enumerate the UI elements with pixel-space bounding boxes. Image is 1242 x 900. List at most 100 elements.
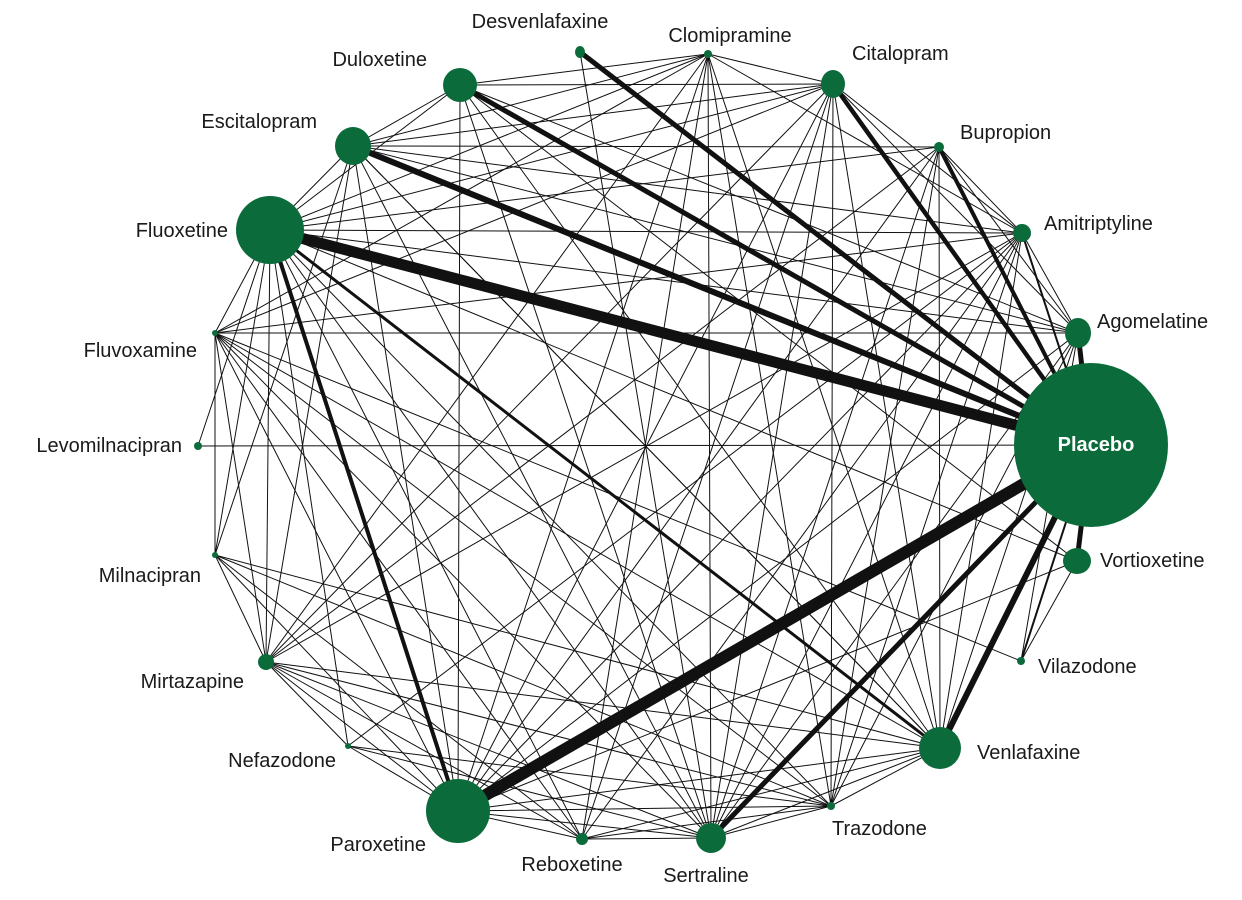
node-amitriptyline [1013,224,1031,242]
label-fluvoxamine: Fluvoxamine [84,340,197,362]
edge-duloxetine-escitalopram [352,84,461,147]
edge-fluoxetine-placebo [264,224,1097,451]
edge-venlafaxine-reboxetine [581,747,941,840]
edge-sertraline-nefazodone [347,745,712,839]
edge-fluvoxamine-trazodone [214,332,832,807]
node-fluoxetine [236,196,304,264]
edge-bupropion-mirtazapine [265,146,940,663]
edge-sertraline-citalopram [710,83,834,839]
edge-duloxetine-venlafaxine [459,84,941,749]
node-desvenlafaxine [575,46,585,58]
label-vortioxetine: Vortioxetine [1100,550,1205,572]
node-nefazodone [345,743,351,749]
node-mirtazapine [258,654,274,670]
edge-duloxetine-citalopram [459,83,834,86]
node-paroxetine [426,779,490,843]
edge-fluoxetine-agomelatine [269,229,1079,334]
edge-paroxetine-trazodone [457,805,832,812]
node-venlafaxine [919,727,961,769]
edge-venlafaxine-amitriptyline [939,232,1023,749]
edge-amitriptyline-trazodone [830,232,1023,807]
edge-venlafaxine-citalopram [832,83,941,749]
label-nefazodone: Nefazodone [228,750,336,772]
edge-paroxetine-placebo [452,439,1097,817]
edge-escitalopram-amitriptyline [352,145,1023,234]
label-agomelatine: Agomelatine [1097,311,1208,333]
edge-fluoxetine-nefazodone [269,229,349,747]
label-placebo: Placebo [1058,434,1135,456]
edge-citalopram-mirtazapine [265,83,834,663]
edge-escitalopram-clomipramine [352,53,709,147]
edge-fluoxetine-paroxetine [268,228,460,813]
edge-mirtazapine-milnacipran [214,554,267,663]
edge-citalopram-fluvoxamine [214,83,834,334]
edge-amitriptyline-bupropion [938,146,1023,234]
edge-venlafaxine-mirtazapine [265,661,941,749]
edge-escitalopram-citalopram [352,83,834,147]
label-levomilnacipran: Levomilnacipran [36,435,182,457]
edge-fluoxetine-clomipramine [269,53,709,231]
edge-paroxetine-mirtazapine [265,661,459,812]
node-sertraline [696,823,726,853]
node-escitalopram [335,127,371,165]
node-layer [194,46,1168,853]
edge-escitalopram-sertraline [352,145,712,839]
label-mirtazapine: Mirtazapine [141,671,244,693]
edge-clomipramine-fluvoxamine [214,53,709,334]
edge-sertraline-venlafaxine [710,747,941,839]
node-milnacipran [212,552,218,558]
edge-duloxetine-sertraline [459,84,712,839]
edge-fluoxetine-trazodone [269,229,832,807]
node-levomilnacipran [194,442,202,450]
edge-paroxetine-milnacipran [214,554,459,812]
node-vortioxetine [1063,548,1091,574]
edge-duloxetine-vortioxetine [459,84,1078,562]
edge-amitriptyline-agomelatine [1021,232,1079,334]
edge-fluoxetine-sertraline [269,229,712,839]
edge-amitriptyline-nefazodone [347,232,1023,747]
edge-paroxetine-clomipramine [457,53,709,812]
edge-bupropion-agomelatine [938,146,1079,334]
edge-fluoxetine-venlafaxine [268,228,942,750]
edge-fluoxetine-milnacipran [214,229,271,556]
node-clomipramine [704,50,712,58]
edge-venlafaxine-clomipramine [707,53,941,749]
label-trazodone: Trazodone [832,818,927,840]
edge-paroxetine-amitriptyline [457,232,1023,812]
edge-milnacipran-reboxetine [214,554,583,840]
edge-duloxetine-clomipramine [459,53,709,86]
edge-mirtazapine-reboxetine [265,661,583,840]
edge-sertraline-bupropion [710,146,940,839]
label-duloxetine: Duloxetine [332,49,427,71]
edge-venlafaxine-milnacipran [214,554,941,749]
node-agomelatine [1065,318,1091,348]
label-amitriptyline: Amitriptyline [1044,213,1153,235]
label-vilazodone: Vilazodone [1038,656,1137,678]
label-milnacipran: Milnacipran [99,565,201,587]
label-clomipramine: Clomipramine [668,25,791,47]
label-fluoxetine: Fluoxetine [136,220,228,242]
edge-sertraline-mirtazapine [265,661,712,839]
edge-sertraline-trazodone [710,805,832,839]
edge-escitalopram-mirtazapine [265,145,354,663]
label-venlafaxine: Venlafaxine [977,742,1080,764]
edge-fluvoxamine-reboxetine [214,332,583,840]
label-layer: DesvenlafaxineClomipramineCitalopramBupr… [36,11,1208,887]
node-fluvoxamine [212,330,218,336]
edge-vortioxetine-vilazodone [1020,560,1078,662]
node-bupropion [934,142,944,152]
edge-citalopram-clomipramine [707,53,834,85]
edge-mirtazapine-nefazodone [265,661,349,747]
edge-paroxetine-vortioxetine [457,560,1078,812]
edge-desvenlafaxine-placebo [577,49,1094,448]
node-trazodone [827,802,835,810]
node-vilazodone [1017,657,1025,665]
label-sertraline: Sertraline [663,865,749,887]
edge-milnacipran-trazodone [214,554,832,807]
edge-duloxetine-placebo [457,82,1094,448]
edge-sertraline-reboxetine [581,837,712,840]
edge-venlafaxine-fluvoxamine [214,332,941,749]
node-citalopram [821,70,845,98]
edge-sertraline-clomipramine [707,53,712,839]
